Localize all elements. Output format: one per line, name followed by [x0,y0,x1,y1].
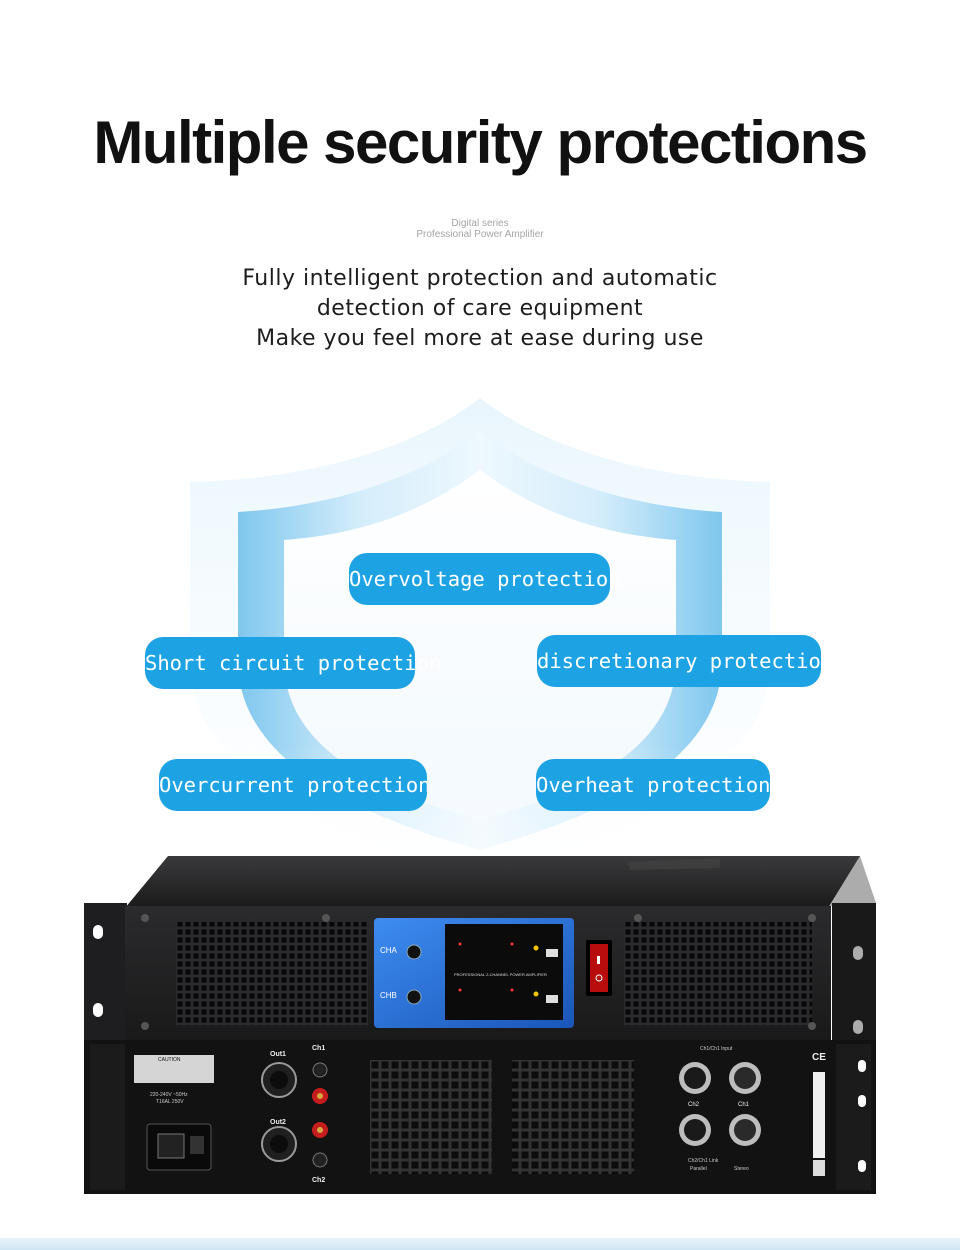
ch1-post-label: Ch1 [312,1045,325,1052]
fuse-label: T16AL 250V [156,1099,184,1105]
amplifier-image: CHA CHB PROFESSIONAL 2-CHANNEL POWER AMP… [84,856,876,1194]
bottom-band [0,1238,960,1250]
protection-overcurrent: Overcurrent protection [159,759,431,811]
protection-discretionary: discretionary protection [537,635,833,687]
protection-overheat: Overheat protection [536,759,771,811]
voltage-label: 220-240V ~50Hz [150,1092,188,1098]
chb-label: CHB [380,991,397,1000]
caution-label: CAUTION [158,1057,181,1063]
ch1-input-label: Ch1/Ch1 Input [700,1046,733,1052]
model-text: PROFESSIONAL 2-CHANNEL POWER AMPLIFIER [454,972,547,977]
intro-line-2: detection of care equipment [316,296,644,321]
ch2-post-label: Ch2 [312,1177,325,1184]
series-caption: Digital series Professional Power Amplif… [0,218,960,240]
xlr-ch1-label: Ch1 [738,1102,750,1108]
intro-line-1: Fully intelligent protection and automat… [242,266,718,291]
protection-overvoltage: Overvoltage protection [349,553,621,605]
cha-label: CHA [380,946,398,955]
page-title: Multiple security protections [93,109,868,176]
ce-mark: CE [812,1052,826,1063]
intro-line-3: Make you feel more at ease during use [256,326,704,351]
link-label: Ch2/Ch1 Link [688,1158,719,1164]
intro-text: Fully intelligent protection and automat… [0,264,960,354]
power-switch-icon [586,940,612,996]
protection-short-circuit: Short circuit protection [145,637,441,689]
mode-parallel-label: Parallel [690,1166,707,1172]
fan-grille-icon [370,1060,634,1174]
series-line-1: Digital series [451,218,509,229]
series-line-2: Professional Power Amplifier [416,229,544,240]
mode-stereo-label: Stereo [734,1166,749,1172]
out1-label: Out1 [270,1051,286,1058]
out2-label: Out2 [270,1119,286,1126]
xlr-ch2-label: Ch2 [688,1102,700,1108]
